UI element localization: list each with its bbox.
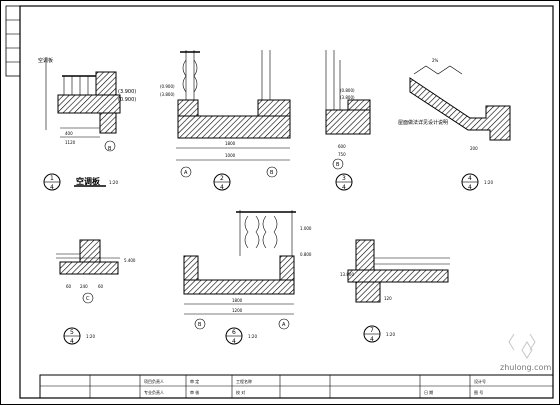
- svg-text:审 定: 审 定: [190, 378, 199, 384]
- detail-6-drawing: 1800 1200 0.800 1.000 B A: [183, 210, 312, 330]
- svg-text:1: 1: [50, 175, 54, 182]
- svg-text:(3.900): (3.900): [118, 89, 136, 95]
- svg-text:0.800: 0.800: [300, 252, 312, 257]
- detail-4-label: 4 4 1:20: [461, 173, 493, 191]
- svg-text:B: B: [198, 322, 202, 328]
- detail-5-label: 5 4 1:20: [63, 327, 95, 345]
- svg-text:3: 3: [342, 175, 346, 182]
- svg-text:2: 2: [220, 175, 224, 182]
- detail-2-label: 2 4: [213, 173, 231, 191]
- svg-text:1:20: 1:20: [484, 180, 493, 185]
- svg-text:2%: 2%: [432, 58, 439, 63]
- svg-text:(0.900): (0.900): [160, 84, 175, 89]
- svg-text:B: B: [270, 170, 274, 176]
- svg-text:4: 4: [370, 336, 374, 343]
- title-block: 项目负责人 审 定 工程名称 审 核 设计号 专业负责人 校 对 图 号 日 期: [39, 374, 554, 399]
- svg-text:60: 60: [66, 284, 72, 289]
- svg-text:4: 4: [70, 338, 74, 345]
- detail-7-label: 7 4 1:20: [363, 325, 395, 343]
- svg-text:6: 6: [232, 329, 236, 336]
- svg-text:200: 200: [470, 146, 478, 151]
- svg-text:240: 240: [80, 284, 88, 289]
- svg-text:4: 4: [220, 184, 224, 191]
- svg-text:5.400: 5.400: [124, 258, 136, 263]
- svg-text:600: 600: [338, 144, 346, 149]
- svg-text:13.800: 13.800: [340, 272, 354, 277]
- svg-text:项目负责人: 项目负责人: [144, 378, 164, 384]
- detail-3-drawing: (0.800) (3.800) 600 750 B: [325, 50, 371, 170]
- svg-text:7: 7: [370, 327, 374, 334]
- svg-text:1:20: 1:20: [109, 180, 118, 185]
- d1-leader-text: 空调板: [38, 57, 53, 64]
- svg-text:4: 4: [468, 184, 472, 191]
- svg-text:B: B: [336, 162, 340, 168]
- svg-text:120: 120: [384, 296, 392, 301]
- binding-strip: [5, 5, 21, 77]
- svg-text:专业负责人: 专业负责人: [144, 389, 164, 395]
- svg-text:1.000: 1.000: [300, 226, 312, 231]
- watermark: zhulong.com: [500, 333, 551, 372]
- svg-text:B: B: [108, 146, 112, 152]
- svg-text:4: 4: [232, 338, 236, 345]
- svg-text:校 对: 校 对: [236, 389, 245, 395]
- detail-2-drawing: (0.900) (3.800) 1800 1000 A B: [160, 50, 291, 178]
- svg-text:(3.800): (3.800): [160, 92, 175, 97]
- svg-text:zhulong.com: zhulong.com: [500, 363, 551, 372]
- svg-text:4: 4: [342, 184, 346, 191]
- detail-4-drawing: 屋面做法详见设计说明 2% 200: [398, 58, 511, 151]
- svg-text:工程名称: 工程名称: [236, 378, 252, 384]
- svg-text:750: 750: [338, 152, 346, 157]
- svg-text:(0.800): (0.800): [340, 88, 355, 93]
- svg-text:4: 4: [50, 184, 54, 191]
- svg-text:(0.900): (0.900): [118, 97, 136, 103]
- detail-5-drawing: 5.400 60 240 60 C: [56, 239, 136, 304]
- svg-text:审 核: 审 核: [190, 389, 199, 395]
- svg-text:A: A: [282, 322, 286, 328]
- svg-text:设计号: 设计号: [474, 378, 486, 384]
- svg-text:1800: 1800: [232, 298, 243, 303]
- svg-text:1:20: 1:20: [86, 334, 95, 339]
- svg-text:C: C: [86, 296, 90, 302]
- svg-text:1120: 1120: [65, 140, 76, 145]
- svg-text:400: 400: [65, 131, 73, 136]
- detail-7-drawing: 13.800 120: [340, 239, 450, 303]
- svg-text:60: 60: [98, 284, 104, 289]
- svg-text:1:20: 1:20: [386, 332, 395, 337]
- detail-1-label: 1 4 空调板 1:20: [43, 173, 118, 191]
- svg-text:4: 4: [468, 175, 472, 182]
- detail-3-label: 3 4: [335, 173, 353, 191]
- inner-border: [19, 5, 554, 399]
- svg-text:(3.800): (3.800): [340, 95, 355, 100]
- svg-text:图 号: 图 号: [474, 389, 483, 395]
- svg-text:A: A: [184, 170, 188, 176]
- detail-6-label: 6 4 1:20: [225, 327, 257, 345]
- svg-text:1800: 1800: [225, 141, 236, 146]
- svg-text:5: 5: [70, 329, 74, 336]
- d4-note: 屋面做法详见设计说明: [398, 119, 448, 126]
- svg-text:1200: 1200: [232, 308, 243, 313]
- detail-1-drawing: 空调板 (3.900) (0.900) 400 1120 B: [38, 57, 136, 152]
- svg-text:1000: 1000: [225, 153, 236, 158]
- d1-title: 空调板: [76, 176, 101, 186]
- svg-text:日 期: 日 期: [424, 389, 433, 395]
- svg-text:1:20: 1:20: [248, 334, 257, 339]
